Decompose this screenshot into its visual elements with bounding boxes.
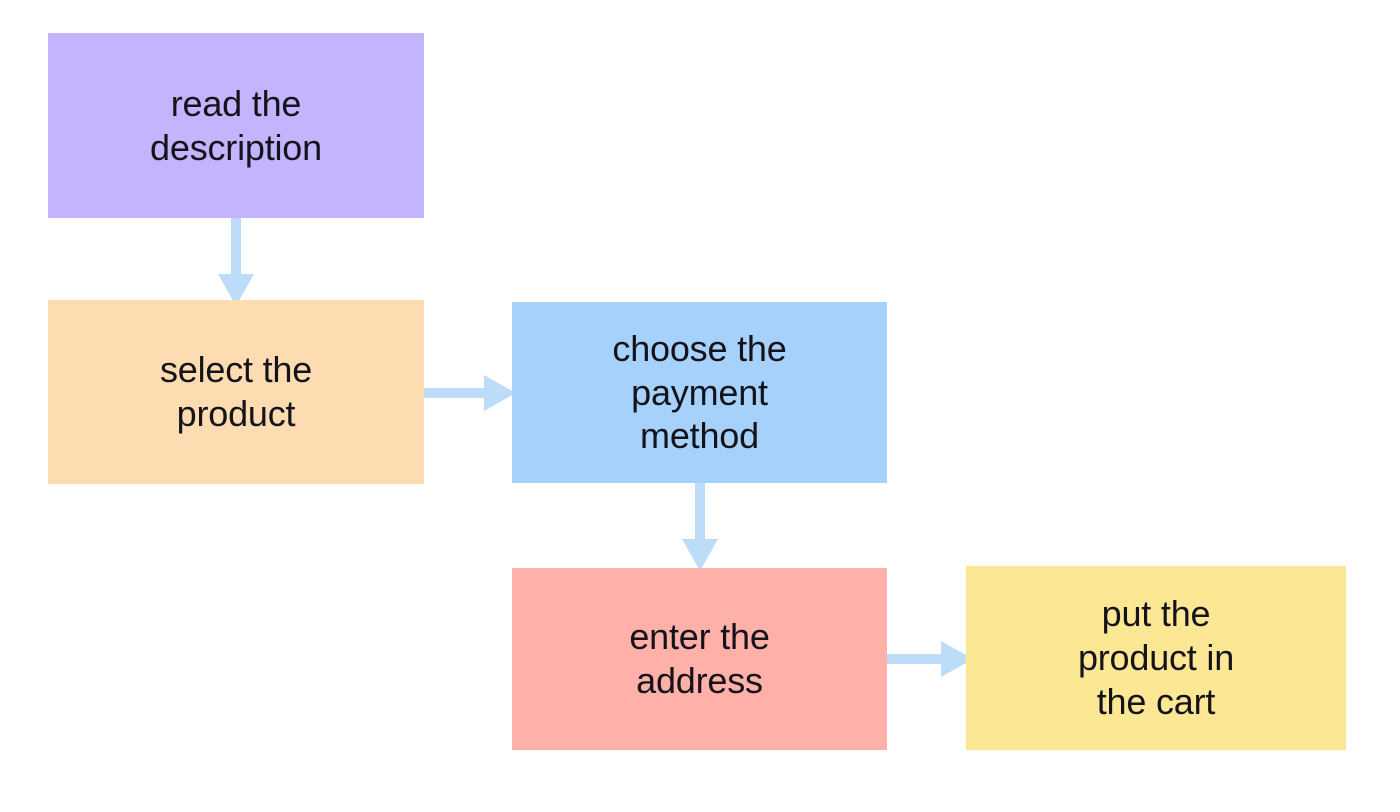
- flowchart-node-select-the-product[interactable]: select the product: [48, 300, 424, 484]
- flowchart-node-put-the-product-in-the-cart[interactable]: put the product in the cart: [966, 566, 1346, 750]
- arrow-right-shape: [883, 641, 973, 677]
- node-label: read the description: [150, 82, 322, 168]
- flowchart-node-read-the-description[interactable]: read the description: [48, 33, 424, 218]
- arrow-payment-to-address: [682, 479, 718, 571]
- arrow-address-to-cart: [883, 641, 973, 677]
- flowchart-node-choose-the-payment-method[interactable]: choose the payment method: [512, 302, 887, 483]
- arrow-right-shape: [420, 375, 516, 411]
- node-label: choose the payment method: [612, 327, 787, 457]
- node-label: select the product: [159, 349, 313, 434]
- node-label: put the product in the cart: [1077, 593, 1235, 722]
- arrow-description-to-product: [218, 214, 254, 306]
- arrow-product-to-payment: [420, 375, 516, 411]
- node-label: enter the address: [629, 616, 770, 701]
- arrow-down-shape: [218, 214, 254, 306]
- arrow-down-shape: [682, 479, 718, 571]
- flowchart-node-enter-the-address[interactable]: enter the address: [512, 568, 887, 750]
